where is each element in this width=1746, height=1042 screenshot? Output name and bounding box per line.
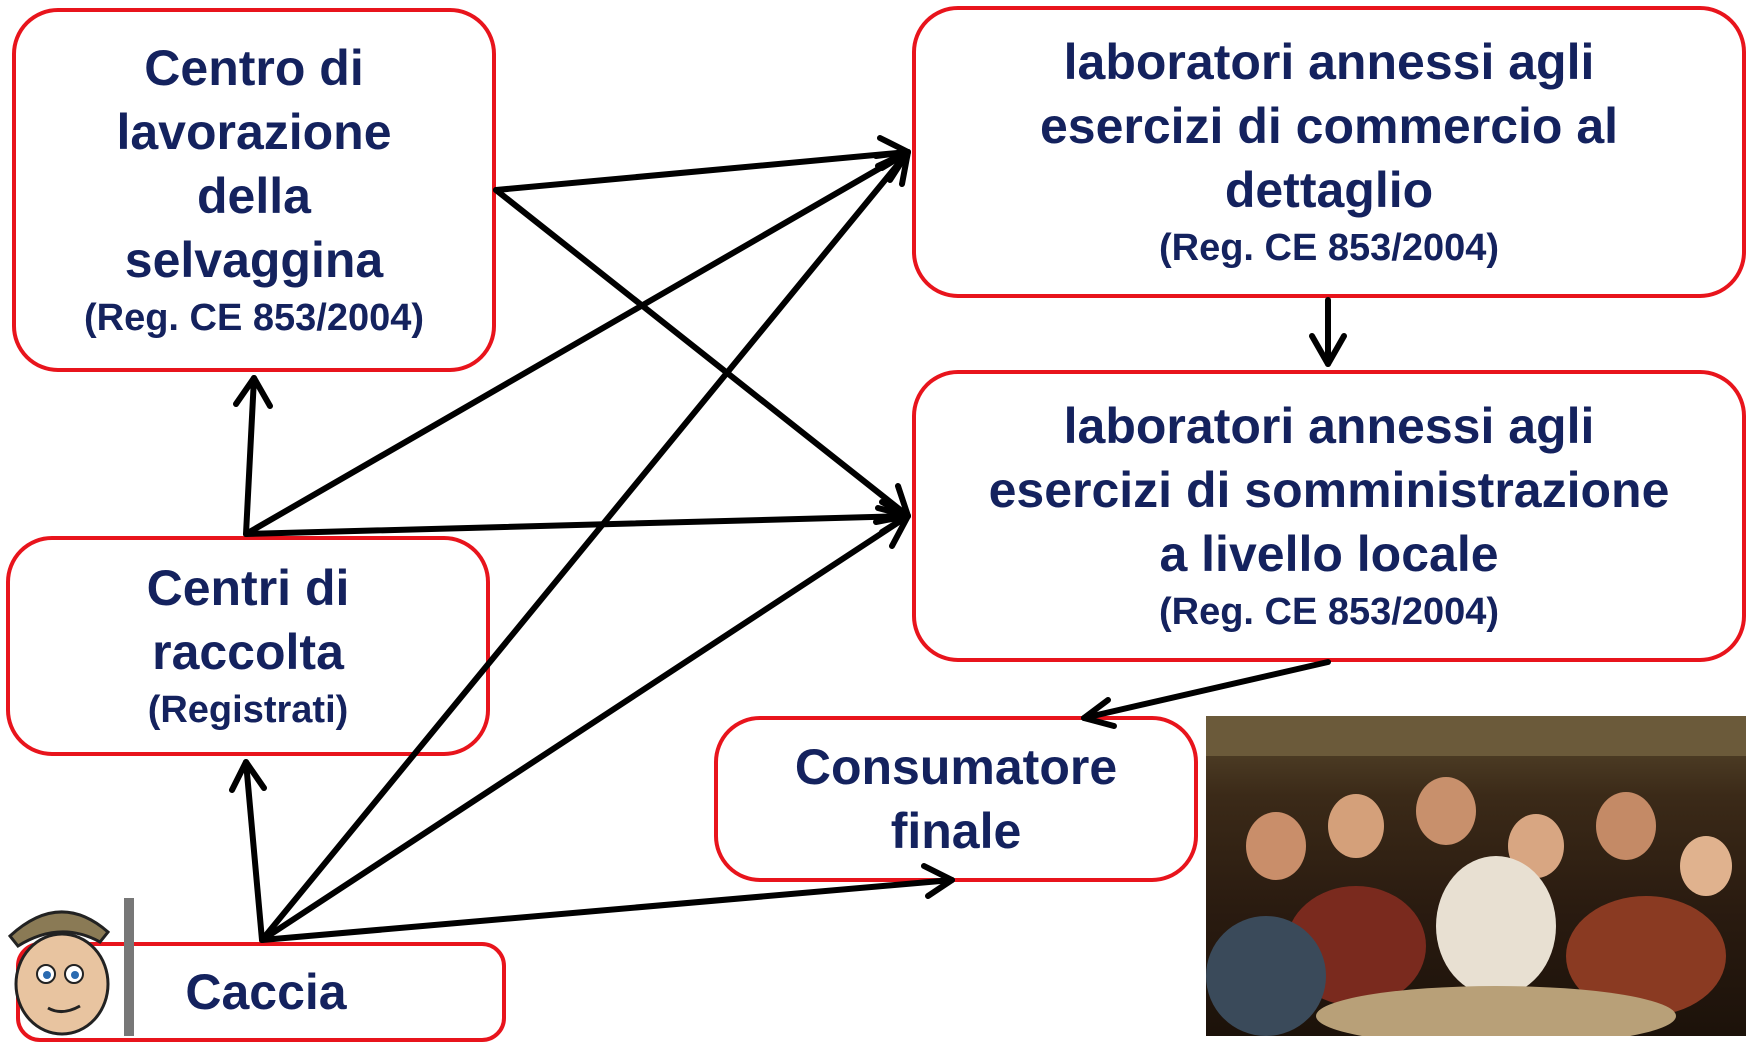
centro-lavorazione-line-3: della xyxy=(197,168,311,224)
feast-painting xyxy=(1206,716,1746,1036)
centri-raccolta-line-1: Centri di xyxy=(146,560,350,616)
consumatore-line-1: Consumatore xyxy=(794,739,1118,795)
laboratori-somministrazione-line-2: esercizi di somministrazione xyxy=(988,462,1670,518)
arrow-raccolta-to-commercio xyxy=(243,149,911,537)
arrow-caccia-to-raccolta xyxy=(229,759,267,943)
centro-lavorazione-line-4: selvaggina xyxy=(124,232,384,288)
arrow-caccia-to-somministrazione xyxy=(259,513,911,943)
caccia-label: Caccia xyxy=(185,964,347,1020)
centro-lavorazione-line-2: lavorazione xyxy=(116,104,392,160)
arrow-commercio-to-somministrazione xyxy=(1309,297,1347,367)
laboratori-commercio-line-3: dettaglio xyxy=(1224,162,1434,218)
node-centri-raccolta: Centri di raccolta (Registrati) xyxy=(6,536,490,756)
arrow-somministrazione-to-consumatore xyxy=(1081,659,1331,729)
laboratori-commercio-reg: (Reg. CE 853/2004) xyxy=(1158,227,1500,269)
centri-raccolta-line-2: raccolta xyxy=(152,624,344,680)
laboratori-somministrazione-reg: (Reg. CE 853/2004) xyxy=(1158,591,1500,633)
centro-lavorazione-reg: (Reg. CE 853/2004) xyxy=(83,297,425,339)
arrow-raccolta-to-centro xyxy=(233,375,273,537)
arrow-centro-to-commercio xyxy=(493,135,911,193)
consumatore-line-2: finale xyxy=(890,803,1022,859)
laboratori-somministrazione-line-1: laboratori annessi agli xyxy=(1063,398,1595,454)
laboratori-somministrazione-line-3: a livello locale xyxy=(1159,526,1499,582)
node-consumatore: Consumatore finale xyxy=(714,716,1198,882)
arrow-caccia-to-commercio xyxy=(259,149,911,943)
centro-lavorazione-line-1: Centro di xyxy=(144,40,364,96)
centri-raccolta-reg: (Registrati) xyxy=(147,689,349,731)
arrow-raccolta-to-somministrazione xyxy=(243,499,911,537)
laboratori-commercio-line-2: esercizi di commercio al xyxy=(1039,98,1619,154)
laboratori-commercio-line-1: laboratori annessi agli xyxy=(1063,34,1595,90)
node-laboratori-somministrazione: laboratori annessi agli esercizi di somm… xyxy=(912,370,1746,662)
node-laboratori-commercio: laboratori annessi agli esercizi di comm… xyxy=(912,6,1746,298)
arrow-caccia-to-consumatore xyxy=(259,863,955,943)
node-centro-lavorazione: Centro di lavorazione della selvaggina (… xyxy=(12,8,496,372)
hunter-cartoon-icon xyxy=(0,890,160,1036)
